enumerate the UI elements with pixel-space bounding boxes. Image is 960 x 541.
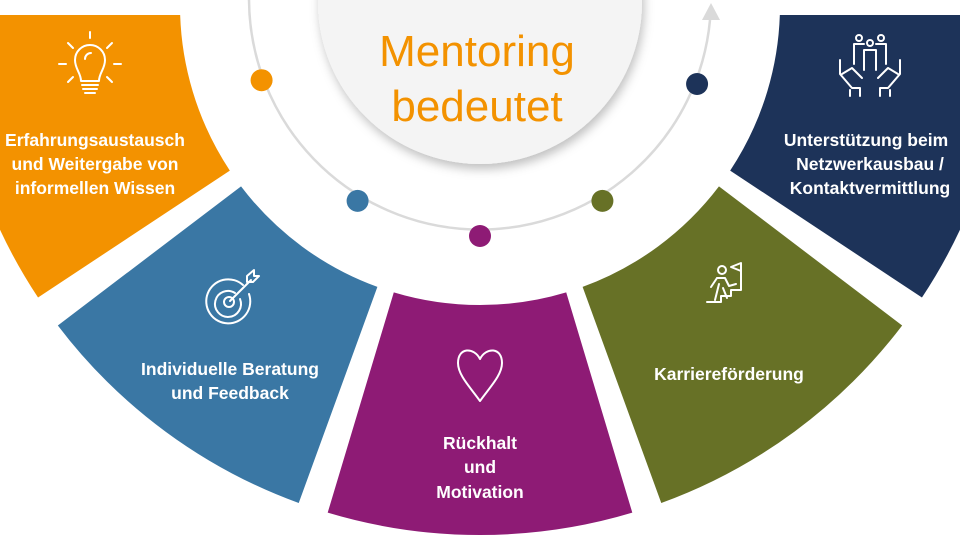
- svg-text:und: und: [464, 457, 496, 477]
- segment-netzwerk: [730, 15, 960, 298]
- svg-text:Netzwerkausbau /: Netzwerkausbau /: [796, 154, 944, 174]
- segment-rueckhalt: [327, 292, 633, 535]
- segment-erfahrung: [0, 15, 230, 298]
- progress-track-arc: [247, 0, 712, 231]
- segment-karriere-label: Karriereförderung: [654, 364, 804, 384]
- segment-netzwerk-label: Unterstützung beim Netzwerkausbau / Kont…: [784, 130, 950, 198]
- target-icon: [205, 269, 260, 325]
- lightbulb-icon: [58, 31, 122, 94]
- track-dot-erfahrung: [250, 69, 273, 92]
- title-line-1: Mentoring: [379, 27, 575, 76]
- segment-rueckhalt-label: Rückhalt und Motivation: [436, 433, 524, 502]
- track-dot-netzwerk: [686, 73, 709, 96]
- hands-people-icon: [839, 34, 901, 97]
- svg-text:und Weitergabe von: und Weitergabe von: [12, 154, 179, 174]
- heart-icon: [457, 349, 503, 402]
- track-dot-karriere: [591, 189, 614, 212]
- svg-text:Karriereförderung: Karriereförderung: [654, 364, 804, 384]
- segment-erfahrung-label: Erfahrungsaustausch und Weitergabe von i…: [5, 130, 185, 198]
- track-dot-beratung: [346, 189, 369, 212]
- arrow-head-icon: [702, 3, 720, 20]
- track-dot-rueckhalt: [469, 225, 491, 247]
- svg-text:Unterstützung beim: Unterstützung beim: [784, 130, 948, 150]
- svg-text:Erfahrungsaustausch: Erfahrungsaustausch: [5, 130, 185, 150]
- segment-karriere: [582, 186, 903, 504]
- center-disc: [318, 0, 642, 164]
- stairs-climber-icon: [706, 262, 742, 303]
- svg-text:Motivation: Motivation: [436, 482, 524, 502]
- title-line-2: bedeutet: [391, 82, 562, 131]
- segment-beratung-label: Individuelle Beratung und Feedback: [141, 359, 319, 403]
- svg-text:Rückhalt: Rückhalt: [443, 433, 517, 453]
- svg-text:Individuelle Beratung: Individuelle Beratung: [141, 359, 319, 379]
- svg-text:und Feedback: und Feedback: [171, 383, 289, 403]
- svg-text:informellen Wissen: informellen Wissen: [15, 178, 175, 198]
- svg-text:Kontaktvermittlung: Kontaktvermittlung: [790, 178, 950, 198]
- segment-beratung: [57, 186, 378, 504]
